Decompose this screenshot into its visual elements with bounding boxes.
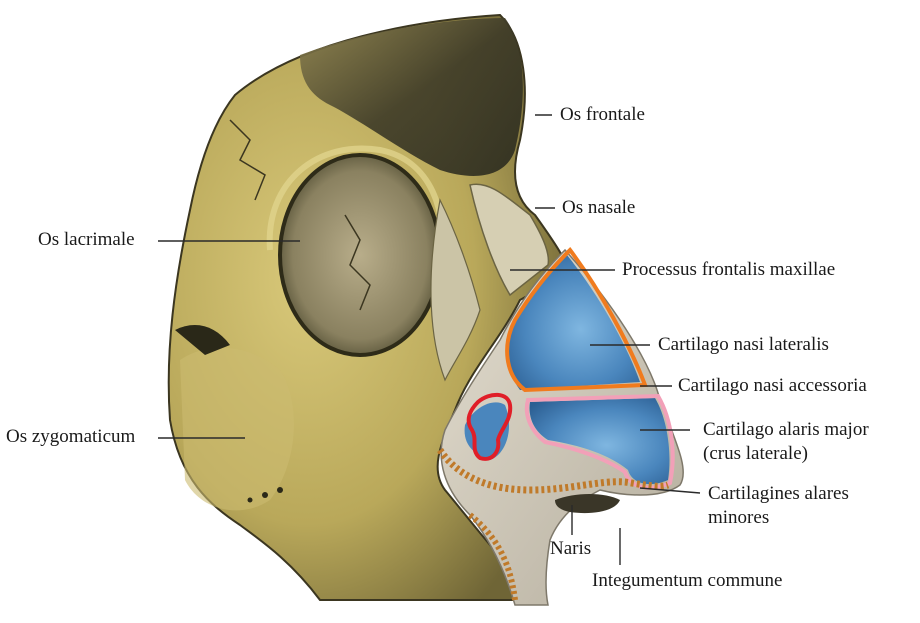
foramen-dot: [277, 487, 283, 493]
nasal-bone: [469, 183, 550, 297]
label-crus-laterale: (crus laterale): [703, 443, 808, 464]
label-os-frontale: Os frontale: [560, 104, 645, 125]
cartilago-nasi-lateralis-shape: [508, 255, 640, 390]
foramen-dot: [247, 497, 253, 503]
nostril-lining: [437, 447, 670, 494]
label-integumentum-commune: Integumentum commune: [592, 570, 783, 591]
zygomatic-dark-groove: [175, 325, 230, 355]
frontal-process: [430, 198, 481, 382]
label-cartilago-nasi-accessoria: Cartilago nasi accessoria: [678, 375, 867, 396]
suture-line-lacrimal: [344, 214, 371, 311]
label-cartilagines-alares: Cartilagines alares: [708, 483, 849, 504]
label-naris: Naris: [550, 538, 592, 559]
label-minores: minores: [708, 507, 770, 528]
label-os-zygomaticum: Os zygomaticum: [6, 426, 136, 447]
zygomatic-region: [180, 347, 294, 511]
frontal-bone-region: [300, 18, 523, 176]
suture-line: [229, 119, 266, 201]
label-processus-frontalis: Processus frontalis maxillae: [622, 259, 836, 280]
label-cartilago-alaris-major: Cartilago alaris major: [703, 419, 869, 440]
pink-outline: [524, 393, 675, 490]
cartilago-alaris-major-shape: [529, 398, 670, 485]
label-os-nasale: Os nasale: [562, 197, 636, 218]
leader-lines: [158, 114, 701, 565]
foramen-dot: [262, 492, 268, 498]
label-cartilago-nasi-lateralis: Cartilago nasi lateralis: [658, 334, 829, 355]
orbit-cavity: [278, 153, 442, 357]
orange-outline: [505, 246, 648, 393]
nostril-opening: [555, 494, 620, 514]
columella-lining: [468, 512, 518, 601]
red-outline: [466, 392, 513, 461]
label-os-lacrimale: Os lacrimale: [38, 229, 135, 250]
